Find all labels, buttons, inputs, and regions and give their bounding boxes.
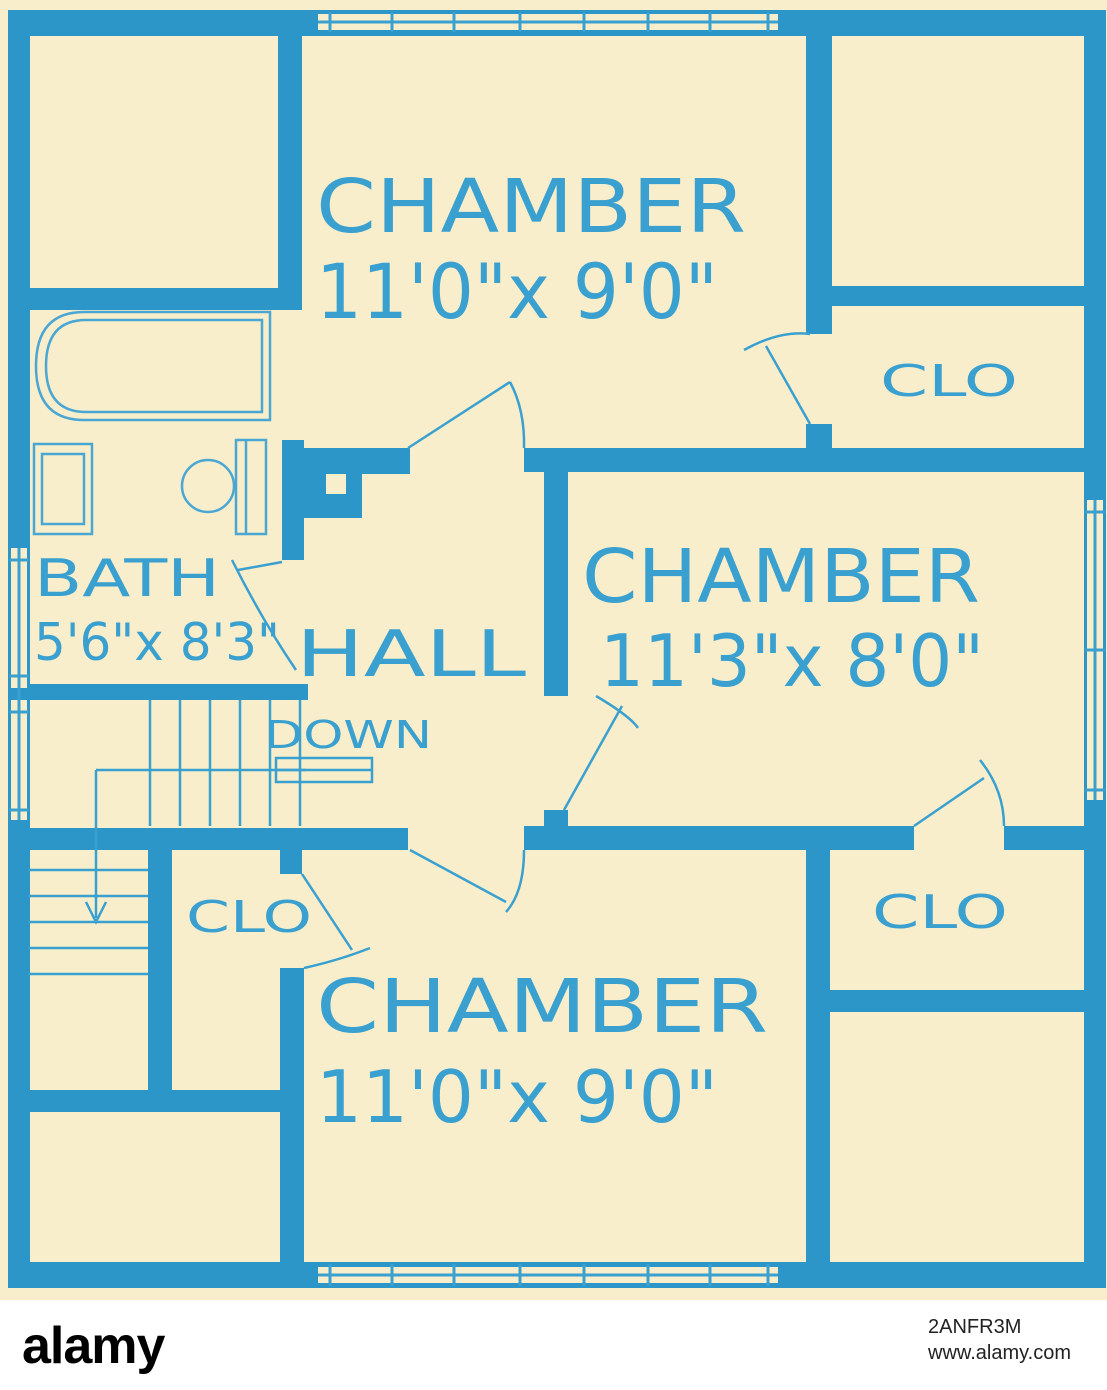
wall-left-upper-vertical: [278, 10, 302, 310]
door-swing-right-closet: [979, 759, 1006, 827]
wall-left-closet-bottom: [8, 1090, 294, 1112]
chamber-top-size: 11'0"x 9'0": [316, 247, 718, 336]
chimney-flue: [326, 474, 346, 494]
stairs-label: DOWN: [264, 713, 432, 757]
doors: [230, 332, 1006, 970]
wall-bath-bottom: [8, 684, 308, 700]
hall-name: HALL: [296, 618, 526, 692]
wall-middle-chamber-bottom-b: [1004, 826, 1106, 850]
closet-top-right-name: CLO: [880, 356, 1018, 407]
wall-top-right-vertical-lower: [806, 424, 832, 472]
watermark-bar: [0, 1300, 1107, 1390]
chamber-top-name: CHAMBER: [316, 164, 746, 250]
door-left-closet: [300, 873, 354, 951]
closet-bottom-right-name: CLO: [872, 885, 1008, 939]
chamber-right-size: 11'3"x 8'0": [600, 619, 984, 703]
door-top-closet: [764, 345, 812, 425]
bath-name: BATH: [34, 549, 220, 609]
door-top-chamber: [407, 380, 511, 450]
floor-plan-drawing: CHAMBER 11'0"x 9'0" CHAMBER 11'3"x 8'0" …: [8, 10, 1106, 1288]
door-swing-middle-chamber: [595, 694, 640, 729]
door-swing-top-closet: [743, 332, 811, 352]
wall-above-bath: [8, 288, 302, 310]
door-swing-left-closet: [303, 946, 371, 970]
wall-bottom-right-vertical: [806, 826, 830, 1288]
wall-bottom-left-vertical: [280, 968, 304, 1288]
wall-top-right-closet-top: [806, 286, 1106, 306]
chamber-bottom-size: 11'0"x 9'0": [316, 1055, 718, 1139]
bath-fixtures: [32, 310, 272, 536]
room-labels: CHAMBER 11'0"x 9'0" CHAMBER 11'3"x 8'0" …: [34, 164, 1018, 1139]
toilet-tank: [234, 438, 268, 536]
watermark-site: www.alamy.com: [928, 1342, 1071, 1364]
stairs: [28, 700, 374, 976]
door-middle-chamber: [562, 705, 624, 811]
chamber-bottom-name: CHAMBER: [316, 964, 768, 1050]
walls: [8, 10, 1106, 1288]
door-swing-bottom-chamber: [505, 849, 526, 913]
chamber-right-name: CHAMBER: [582, 534, 980, 620]
wall-stair-bottom: [8, 828, 408, 850]
windows: [9, 12, 1105, 1286]
watermark-image-id: 2ANFR3M: [928, 1316, 1022, 1338]
door-bottom-chamber: [409, 848, 507, 904]
wall-top-right-vertical: [806, 10, 832, 334]
floor-plan: CHAMBER 11'0"x 9'0" CHAMBER 11'3"x 8'0" …: [0, 0, 1107, 1300]
door-bath: [237, 560, 283, 572]
sink: [32, 442, 94, 536]
bathtub: [34, 310, 272, 422]
toilet-bowl: [180, 458, 236, 514]
wall-middle-chamber-left: [544, 448, 568, 696]
wall-bath-right: [282, 440, 304, 560]
bath-size: 5'6"x 8'3": [34, 613, 280, 673]
sink-basin: [40, 452, 86, 526]
bathtub-inner: [44, 318, 264, 414]
wall-left-closet-col: [148, 828, 172, 1090]
stair-arrow-icon: [84, 901, 108, 925]
door-right-closet: [913, 776, 985, 828]
door-swing-bath: [230, 559, 298, 671]
wall-closet-left-upper: [280, 850, 302, 874]
closet-bottom-left-name: CLO: [186, 892, 312, 943]
wall-bottom-right-closet-bottom: [806, 990, 1106, 1012]
watermark-logo: alamy: [22, 1317, 165, 1375]
wall-middle-chamber-bottom-a: [524, 826, 914, 850]
door-swing-top-chamber: [508, 381, 526, 449]
